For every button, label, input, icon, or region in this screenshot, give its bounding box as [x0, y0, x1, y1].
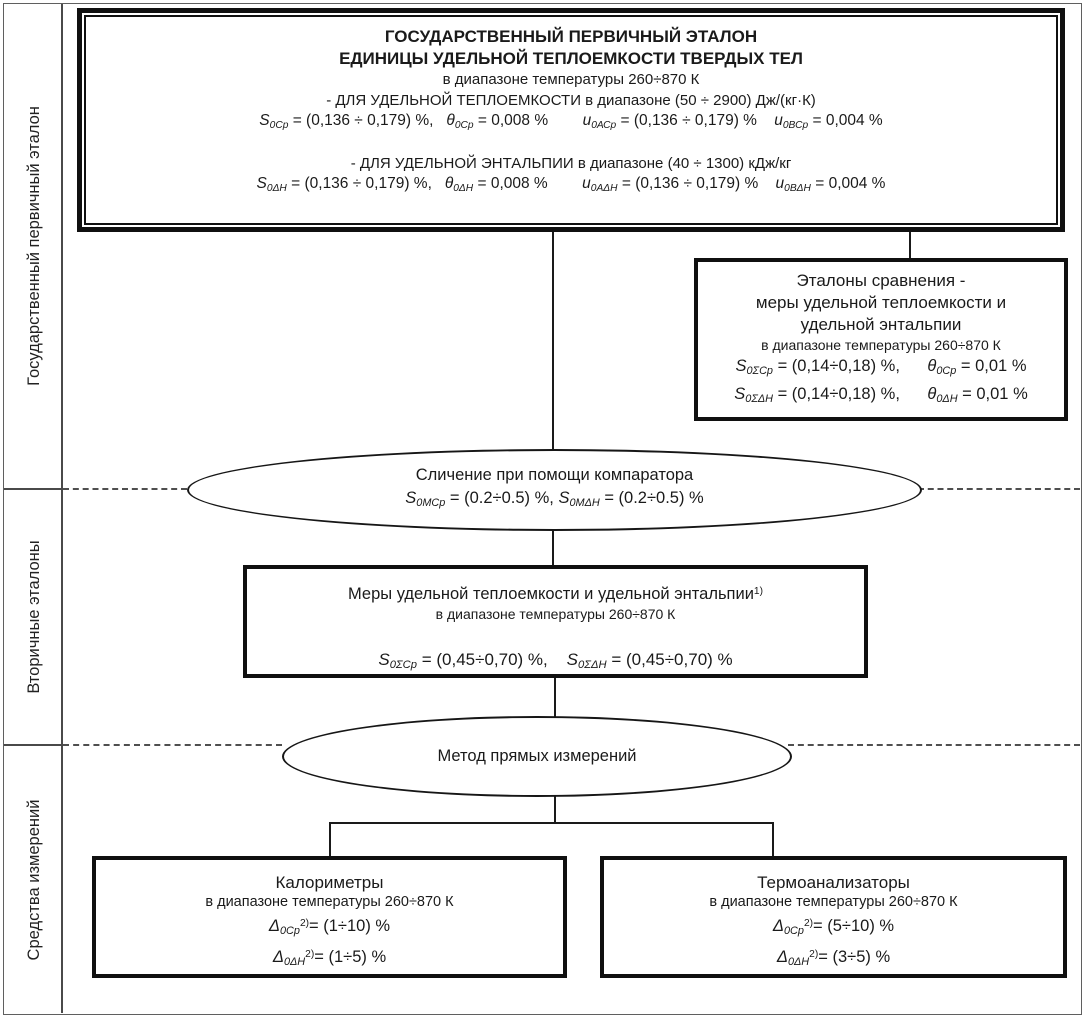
calorimeters-title: Калориметры [275, 873, 384, 892]
section-divider-1-left-segment [63, 488, 187, 490]
thermoanalyzers-title: Термоанализаторы [757, 873, 910, 892]
direct-method-ellipse: Метод прямых измерений [282, 716, 792, 797]
comparison-standards-box: Эталоны сравнения - меры удельной теплое… [694, 258, 1068, 421]
connector-comparator-to-secondary [552, 525, 554, 567]
sidebar-divider-line [61, 4, 63, 1013]
calorimeters-dh-formula: Δ0ΔН2)= (1÷5) % [272, 948, 387, 969]
secondary-measures-title: Меры удельной теплоемкости и удельной эн… [347, 585, 764, 604]
thermoanalyzers-temp-range: в диапазоне температуры 260÷870 К [709, 894, 958, 910]
comparison-standards-cp-formula: S0ΣСр = (0,14÷0,18) %, θ0Ср = 0,01 % [735, 357, 1027, 378]
section-divider-2-sidebar-segment [4, 744, 61, 746]
primary-standard-dh-formula: S0ΔН = (0,136 ÷ 0,179) %, θ0ΔН = 0,008 %… [256, 174, 886, 194]
thermoanalyzers-dh-formula: Δ0ΔН2)= (3÷5) % [776, 948, 891, 969]
spacer [86, 136, 1056, 154]
branch-drop-to-thermoanalyzers [772, 822, 774, 857]
section-divider-1-sidebar-segment [4, 488, 61, 490]
comparison-standards-line1: Эталоны сравнения - [796, 271, 966, 290]
comparison-standards-dh-formula: S0ΣΔН = (0,14÷0,18) %, θ0ΔН = 0,01 % [734, 385, 1028, 406]
primary-standard-title-line1: ГОСУДАРСТВЕННЫЙ ПЕРВИЧНЫЙ ЭТАЛОН [384, 27, 758, 46]
primary-standard-box: ГОСУДАРСТВЕННЫЙ ПЕРВИЧНЫЙ ЭТАЛОН ЕДИНИЦЫ… [77, 8, 1065, 232]
section-divider-2-right-segment [788, 744, 1080, 746]
connector-secondary-to-method [554, 676, 556, 718]
primary-standard-cp-section: - ДЛЯ УДЕЛЬНОЙ ТЕПЛОЕМКОСТИ в диапазоне … [326, 92, 816, 109]
connector-primary-to-comparison-standards [909, 232, 911, 260]
comparator-ellipse-line1: Сличение при помощи компаратора [415, 466, 694, 485]
comparator-ellipse: Сличение при помощи компаратора S0МСр = … [187, 449, 922, 531]
sidebar-section-measuring-instruments-label: Средства измерений [25, 799, 43, 961]
primary-standard-title-line2: ЕДИНИЦЫ УДЕЛЬНОЙ ТЕПЛОЕМКОСТИ ТВЕРДЫХ ТЕ… [339, 49, 803, 68]
section-divider-1-right-segment [918, 488, 1080, 490]
connector-primary-to-comparator [552, 232, 554, 454]
outer-frame [3, 3, 1082, 1015]
section-divider-2-left-segment [63, 744, 282, 746]
branch-drop-to-calorimeters [329, 822, 331, 857]
primary-standard-temp-range: в диапазоне температуры 260÷870 К [442, 71, 700, 88]
connector-method-to-branch [554, 791, 556, 823]
calorimeters-box: Калориметры в диапазоне температуры 260÷… [92, 856, 567, 978]
secondary-measures-box: Меры удельной теплоемкости и удельной эн… [243, 565, 868, 678]
secondary-measures-temp-range: в диапазоне температуры 260÷870 К [435, 606, 676, 623]
secondary-measures-formula: S0ΣСр = (0,45÷0,70) %, S0ΣΔН = (0,45÷0,7… [378, 650, 733, 672]
direct-method-label: Метод прямых измерений [437, 747, 637, 765]
primary-standard-box-inner: ГОСУДАРСТВЕННЫЙ ПЕРВИЧНЫЙ ЭТАЛОН ЕДИНИЦЫ… [84, 15, 1058, 225]
branch-horizontal-line [329, 822, 774, 824]
thermoanalyzers-box: Термоанализаторы в диапазоне температуры… [600, 856, 1067, 978]
comparison-standards-line2: меры удельной теплоемкости и [755, 293, 1007, 312]
thermoanalyzers-cp-formula: Δ0Ср2)= (5÷10) % [772, 917, 895, 938]
comparator-ellipse-formula: S0МСр = (0.2÷0.5) %, S0МΔН = (0.2÷0.5) % [405, 489, 704, 510]
primary-standard-dh-section: - ДЛЯ УДЕЛЬНОЙ ЭНТАЛЬПИИ в диапазоне (40… [350, 154, 792, 172]
primary-standard-cp-formula: S0Ср = (0,136 ÷ 0,179) %, θ0Ср = 0,008 %… [259, 112, 883, 131]
calorimeters-cp-formula: Δ0Ср2)= (1÷10) % [268, 917, 391, 938]
calorimeters-temp-range: в диапазоне температуры 260÷870 К [205, 894, 454, 910]
comparison-standards-line3: удельной энтальпии [800, 315, 962, 334]
comparison-standards-temp-range: в диапазоне температуры 260÷870 К [761, 337, 1001, 353]
